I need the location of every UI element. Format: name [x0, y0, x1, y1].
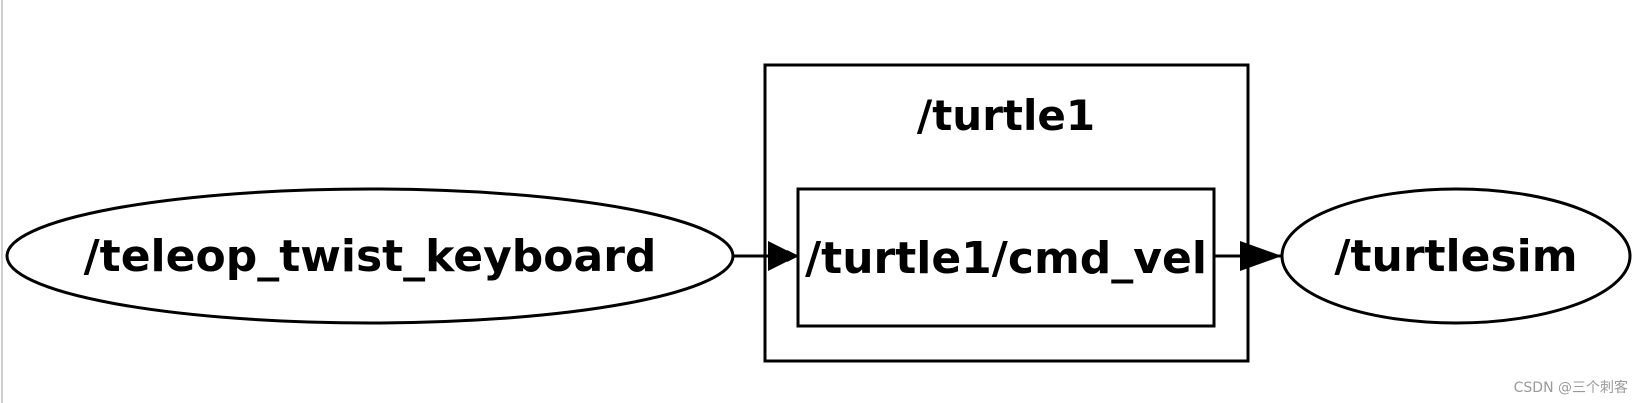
node-turtlesim-label: /turtlesim [1334, 231, 1577, 282]
watermark-text: CSDN @三个刺客 [1513, 380, 1628, 396]
edge-topic-to-turtlesim-arrowhead [1240, 241, 1282, 271]
edge-teleop-to-topic-arrowhead [768, 241, 798, 271]
namespace-label: /turtle1 [917, 91, 1095, 140]
node-teleop-label: /teleop_twist_keyboard [84, 231, 657, 282]
namespace-box-turtle1 [763, 63, 1250, 363]
topic-label: /turtle1/cmd_vel [805, 233, 1207, 284]
